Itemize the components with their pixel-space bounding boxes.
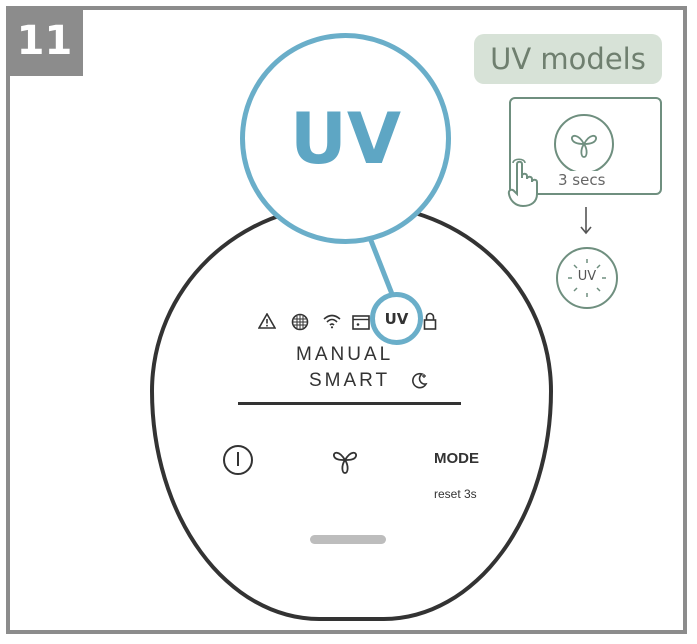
uv-result-label: UV <box>577 269 597 284</box>
wifi-icon <box>322 313 342 333</box>
hand-press-icon <box>505 158 549 208</box>
moon-icon <box>411 371 429 393</box>
fan-button[interactable] <box>329 444 361 476</box>
device-handle <box>310 535 386 544</box>
power-button[interactable] <box>222 444 254 476</box>
fan-icon <box>554 114 614 174</box>
uv-glow-icon <box>556 247 618 309</box>
mode-reset-hint: reset 3s <box>434 487 477 501</box>
uv-indicator-label: UV <box>384 309 409 328</box>
uv-result-indicator: UV <box>555 246 619 310</box>
step-number: 11 <box>6 6 83 76</box>
filter-icon <box>291 313 309 335</box>
hold-duration-label: 3 secs <box>556 171 608 189</box>
uv-models-label: UV models <box>474 34 662 84</box>
power-icon <box>223 445 253 475</box>
air-purifier-control-panel <box>150 203 553 621</box>
smart-label: SMART <box>309 370 391 391</box>
uv-zoom-bubble: UV <box>240 33 451 244</box>
uv-indicator: UV <box>370 292 423 345</box>
instruction-fan-button <box>553 113 615 175</box>
lock-icon <box>423 312 437 334</box>
diagram-frame <box>6 6 687 634</box>
warning-icon <box>257 312 277 333</box>
display-divider <box>238 402 461 405</box>
manual-label: MANUAL <box>296 344 394 365</box>
timer-icon <box>352 315 370 334</box>
down-arrow-icon <box>579 206 593 236</box>
fan-icon <box>333 451 357 474</box>
mode-button[interactable]: MODE <box>434 450 479 467</box>
